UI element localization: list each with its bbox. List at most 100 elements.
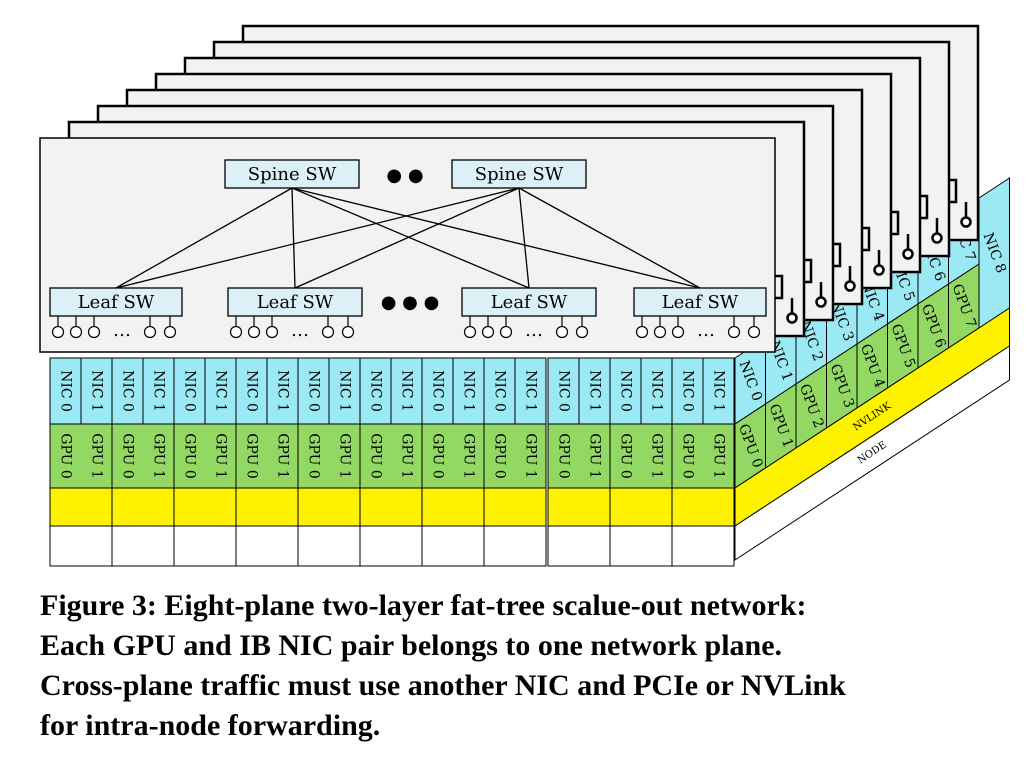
leaf-switch: Leaf SW…: [49, 287, 183, 341]
gpu-label: GPU 0: [120, 433, 136, 479]
gpu-block: [421, 423, 485, 489]
server-node: NIC 0 NIC 1 GPU 0 GPU 1: [111, 357, 175, 567]
node-base: [421, 525, 485, 567]
node-base: [297, 525, 361, 567]
leaf-switch-box: [461, 287, 597, 317]
spine-switch-label: Spine SW: [475, 164, 564, 185]
nic-label: NIC 1: [89, 370, 105, 412]
spine-leaf-link: [291, 187, 530, 289]
gpu-label: GPU 0: [306, 433, 322, 479]
port: [653, 325, 667, 339]
port: [341, 325, 355, 339]
gpu-block: [483, 423, 547, 489]
nic-label: NIC 1: [337, 370, 353, 412]
nic-label: NIC 0: [556, 370, 572, 412]
gpu-label: GPU 1: [461, 433, 477, 479]
gpu-label: GPU 0: [182, 433, 198, 479]
nic-label: NIC 0: [680, 370, 696, 412]
node-base: [111, 525, 175, 567]
gpu-label: GPU 0: [492, 433, 508, 479]
gpu-label: GPU 0: [368, 433, 384, 479]
nic-label: NIC 1: [461, 370, 477, 412]
nvlink-bar: [421, 487, 485, 527]
gpu-label: GPU 1: [337, 433, 353, 479]
port: [786, 312, 798, 324]
nic-label: NIC 0: [58, 370, 74, 412]
nvlink-bar: [671, 487, 735, 527]
nic-label: NIC 0: [120, 370, 136, 412]
nic-label: NIC 0: [492, 370, 508, 412]
leaf-switch-box: [633, 287, 767, 317]
caption-line-4: for intra-node forwarding.: [40, 709, 381, 742]
caption-line-2: Each GPU and IB NIC pair belongs to one …: [40, 629, 783, 662]
nvlink-bar: [173, 487, 237, 527]
leaf-switch: Leaf SW…: [461, 287, 597, 341]
node-base: [734, 345, 1010, 561]
gpu-label: GPU 1: [399, 433, 415, 479]
port: [844, 280, 856, 292]
port: [87, 325, 101, 339]
nvlink-bar: [111, 487, 175, 527]
gpu-label: GPU 1: [151, 433, 167, 479]
server-nodes: NIC 0 NIC 1 GPU 0 GPU 1 NIC 0 NIC 1 GPU 0 GPU 1…: [49, 177, 1010, 567]
server-node: NIC 0 NIC 1 GPU 0 GPU 1: [671, 357, 735, 567]
gpu-block: [173, 423, 237, 489]
gpu-label: GPU 0: [556, 433, 572, 479]
port: [247, 325, 261, 339]
gpu-label: GPU 0: [244, 433, 260, 479]
gpu-label: GPU 1: [89, 433, 105, 479]
port: [265, 325, 279, 339]
nvlink-bar: [609, 487, 673, 527]
nic-label: NIC 1: [151, 370, 167, 412]
spine-switch: Spine SW: [451, 159, 587, 189]
port: [931, 232, 943, 244]
port-ellipsis: …: [697, 320, 715, 341]
gpu-label: GPU 0: [680, 433, 696, 479]
leaf-switch-label: Leaf SW: [257, 292, 334, 313]
nic-label: NIC 1: [275, 370, 291, 412]
gpu-label: GPU 0: [618, 433, 634, 479]
gpu-label: GPU 1: [523, 433, 539, 479]
gpu-label: GPU 0: [430, 433, 446, 479]
nic-label: NIC 1: [711, 370, 727, 412]
spine-leaf-link: [518, 187, 701, 289]
nic-label: NIC 0: [430, 370, 446, 412]
port: [671, 325, 685, 339]
spine-switch-box: [451, 159, 587, 189]
port: [163, 325, 177, 339]
port: [815, 296, 827, 308]
port-ellipsis: …: [525, 320, 543, 341]
caption-line-1: Figure 3: Eight-plane two-layer fat-tree…: [40, 589, 807, 622]
gpu-label: GPU 0: [58, 433, 74, 479]
leaf-switch: Leaf SW…: [633, 287, 767, 341]
spine-leaf-link: [518, 187, 530, 289]
nvlink-bar: [483, 487, 547, 527]
spine-switch: Spine SW: [224, 159, 360, 189]
node-base: [671, 525, 735, 567]
spine-leaf-link: [115, 187, 520, 289]
gpu-block: [49, 423, 113, 489]
gpu-label: GPU 1: [213, 433, 229, 479]
gpu-block: [609, 423, 673, 489]
nvlink-bar: [359, 487, 423, 527]
leaf-ellipsis: ● ● ●: [381, 292, 440, 313]
port-ellipsis: …: [291, 320, 309, 341]
leaf-switch-label: Leaf SW: [78, 292, 155, 313]
spine-switch-box: [224, 159, 360, 189]
nvlink-bar: [547, 487, 611, 527]
port: [481, 325, 495, 339]
port: [635, 325, 649, 339]
spine-ellipsis: ● ●: [386, 165, 423, 186]
gpu-label: GPU 1: [711, 433, 727, 479]
spine-leaf-link: [115, 187, 293, 289]
node-base: [483, 525, 547, 567]
node-base: [609, 525, 673, 567]
port: [499, 325, 513, 339]
server-node: NIC 0 NIC 1 GPU 0 GPU 1: [49, 357, 113, 567]
node-base: [235, 525, 299, 567]
